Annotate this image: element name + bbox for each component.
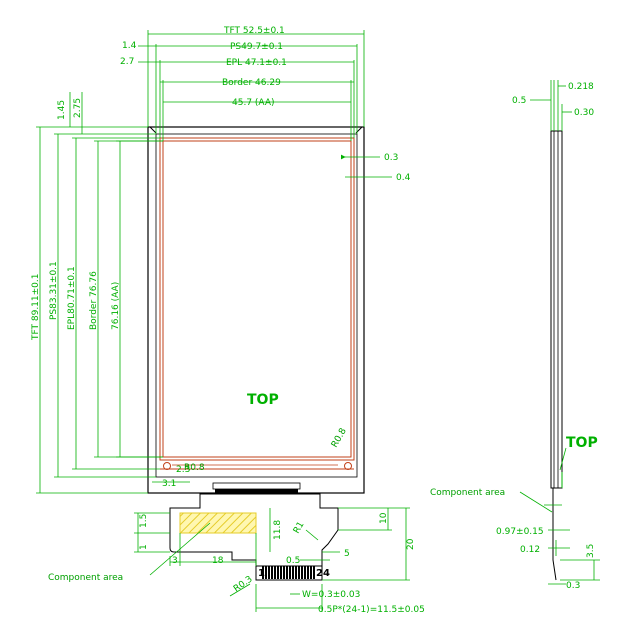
fpc-radius-corner: R1 (292, 520, 307, 535)
side-thickness: 0.97±0.15 (496, 527, 544, 537)
fpc-radius-small: R0.3 (232, 574, 255, 594)
ps-width-label: PS49.7±0.1 (230, 42, 283, 52)
side-top-label: TOP (566, 435, 598, 451)
hole-label-left: R0.8 (184, 463, 205, 473)
fpc-step-a: 0.5 (286, 556, 300, 566)
front-top-label: TOP (247, 392, 279, 408)
active-area-outer (159, 137, 355, 461)
corner-hole-left (163, 462, 171, 470)
fpc-height-b: 1 (139, 544, 149, 550)
pin-width-label: W=0.3±0.03 (302, 590, 360, 600)
tft-height-label: TFT 89.11±0.1 (31, 274, 41, 342)
side-dim-3: 0.30 (574, 108, 594, 118)
active-area-inner (162, 140, 352, 458)
aa-width-label: 45.7 (AA) (232, 98, 275, 108)
bottom-left-dim-b: 2.3 (176, 465, 190, 475)
pin-pitch-label: 0.5P*(24-1)=11.5±0.05 (318, 605, 425, 615)
border-width-label: Border 46.29 (222, 78, 281, 88)
epl-outline (155, 133, 358, 478)
border-height-label: Border 76.76 (89, 271, 99, 330)
ps-offset-label: 1.4 (122, 41, 137, 51)
side-dim-5: 3.5 (586, 544, 596, 558)
ps-height-label: PS83.31±0.1 (49, 261, 59, 320)
bottom-left-dim-a: 3.1 (162, 479, 176, 489)
side-dim-4: 0.12 (520, 545, 540, 555)
offset-top-b-label: 2.75 (73, 98, 83, 118)
aa-height-label: 76.16 (AA) (111, 282, 121, 330)
side-dim-6: 0.3 (566, 581, 580, 591)
fpc-width-c: 11.8 (273, 520, 283, 540)
inner-margin-2: 0.4 (396, 173, 411, 183)
side-body (550, 130, 563, 489)
side-dim-2: 0.5 (512, 96, 526, 106)
epl-offset-label: 2.7 (120, 57, 134, 67)
epl-width-label: EPL 47.1±0.1 (226, 58, 287, 68)
fpc-component-area-label: Component area (48, 573, 123, 583)
horizontal-dimensions (138, 30, 365, 141)
fpc-tail (169, 493, 339, 581)
fpc-height-a: 1.5 (139, 514, 149, 528)
inner-margin-1: 0.3 (384, 153, 398, 163)
corner-hole-right (344, 462, 352, 470)
pin-last-label: 24 (316, 568, 330, 579)
front-view (147, 126, 365, 494)
fpc-pins (262, 566, 315, 579)
epl-height-label: EPL80.71±0.1 (67, 266, 77, 330)
fpc-width-a: 3 (172, 556, 178, 566)
tft-outline (147, 126, 365, 494)
side-component-area-label: Component area (430, 488, 505, 498)
tft-width-label: TFT 52.5±0.1 (223, 26, 285, 36)
fpc-width-b: 18 (212, 556, 224, 566)
vertical-dimensions (36, 92, 163, 494)
hole-label-right: R0.8 (330, 426, 349, 449)
side-dim-1: 0.218 (568, 82, 594, 92)
fpc-total-len: 20 (406, 538, 416, 550)
pin-first-label: 1 (258, 568, 265, 579)
fpc-step-b: 5 (344, 549, 350, 559)
offset-top-a-label: 1.45 (57, 100, 67, 120)
fpc-component-area (179, 512, 257, 534)
fpc-tail-len: 10 (379, 512, 389, 524)
side-view (550, 130, 563, 581)
